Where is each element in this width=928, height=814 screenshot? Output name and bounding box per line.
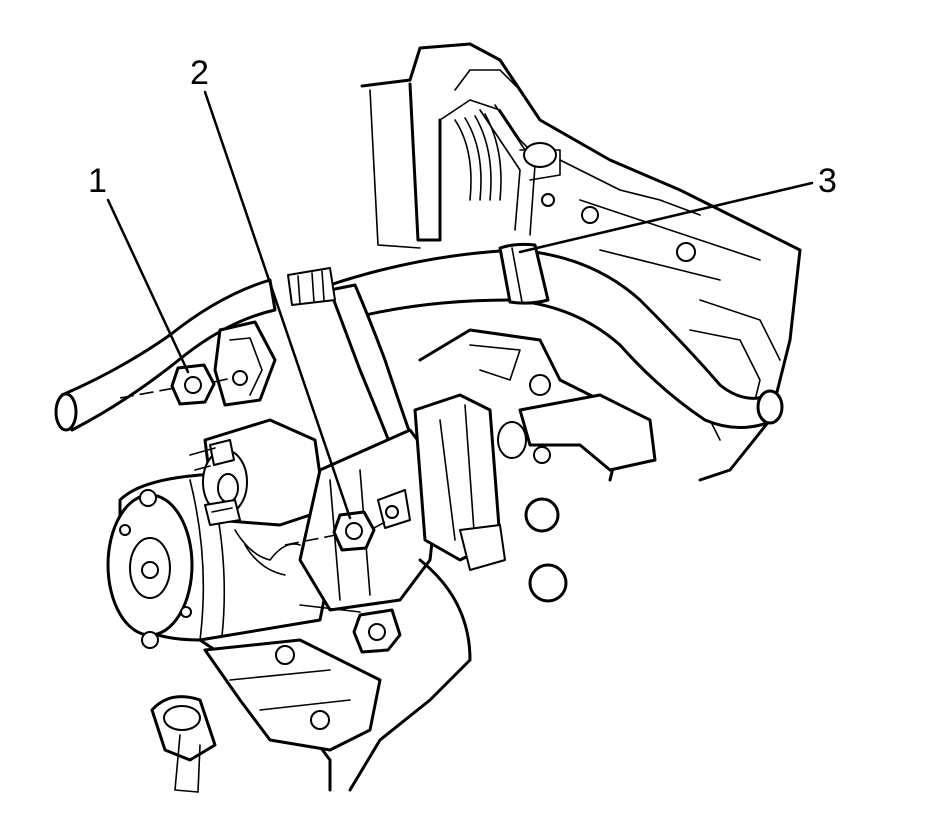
starter-motor bbox=[106, 418, 442, 654]
callout-3: 3 bbox=[818, 162, 837, 200]
hose-bracket bbox=[213, 320, 277, 407]
leader-line-3 bbox=[518, 181, 814, 254]
transmission-case bbox=[150, 328, 657, 793]
callout-2: 2 bbox=[190, 54, 209, 92]
leader-line-1 bbox=[106, 198, 190, 374]
leader-line-2 bbox=[203, 90, 352, 520]
callout-1: 1 bbox=[88, 162, 107, 200]
leader-lines bbox=[106, 90, 814, 520]
hose-nut-1 bbox=[119, 363, 233, 406]
heater-hose bbox=[54, 242, 784, 472]
hose-nut-2 bbox=[284, 489, 411, 552]
